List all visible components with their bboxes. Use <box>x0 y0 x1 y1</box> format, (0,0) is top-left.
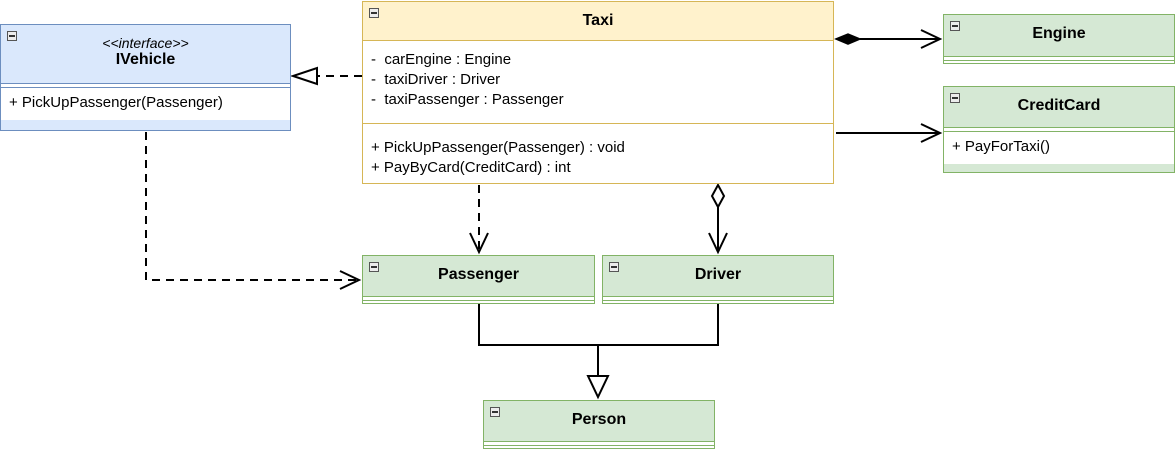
edge-taxi-depends-passenger <box>469 185 489 255</box>
stereotype-label: <<interface>> <box>102 35 189 51</box>
class-name: IVehicle <box>115 51 176 68</box>
attributes-compartment <box>603 296 833 300</box>
attributes-compartment <box>1 83 290 87</box>
collapse-toggle-icon[interactable] <box>490 407 500 417</box>
methods-compartment <box>944 60 1174 63</box>
collapse-toggle-icon[interactable] <box>369 8 379 18</box>
methods-compartment: + PayForTaxi() <box>944 131 1174 164</box>
class-person[interactable]: Person <box>483 400 715 449</box>
class-name: Engine <box>1032 25 1086 42</box>
method-item: + PickUpPassenger(Passenger) : void <box>371 139 625 156</box>
collapse-toggle-icon[interactable] <box>369 262 379 272</box>
class-ivehicle[interactable]: <<interface>> IVehicle + PickUpPassenger… <box>0 24 291 131</box>
method-item: + PickUpPassenger(Passenger) <box>9 94 223 111</box>
methods-compartment <box>603 300 833 303</box>
class-header: Driver <box>603 256 833 296</box>
collapse-toggle-icon[interactable] <box>609 262 619 272</box>
class-name: Passenger <box>438 266 519 283</box>
collapse-toggle-icon[interactable] <box>950 21 960 31</box>
class-header: <<interface>> IVehicle <box>1 25 290 83</box>
attribute-item: - taxiDriver : Driver <box>371 71 501 88</box>
attribute-item: - taxiPassenger : Passenger <box>371 91 564 108</box>
methods-compartment <box>484 445 714 448</box>
class-header: Engine <box>944 15 1174 56</box>
attributes-compartment <box>363 296 594 300</box>
edge-ivehicle-depends-passenger <box>145 132 362 290</box>
class-header: Passenger <box>363 256 594 296</box>
edge-generalization-person <box>478 304 719 400</box>
class-name: Taxi <box>582 12 614 29</box>
edge-taxi-aggregation-driver <box>708 182 728 255</box>
class-name: Driver <box>694 266 742 283</box>
edge-taxi-association-creditcard <box>836 123 943 143</box>
attributes-compartment <box>484 441 714 445</box>
class-name: CreditCard <box>1017 97 1101 114</box>
class-taxi[interactable]: Taxi - carEngine : Engine - taxiDriver :… <box>362 1 834 184</box>
attributes-compartment <box>944 127 1174 131</box>
class-header: Person <box>484 401 714 441</box>
class-name: Person <box>571 411 627 428</box>
attribute-item: - carEngine : Engine <box>371 51 512 68</box>
class-engine[interactable]: Engine <box>943 14 1175 64</box>
class-passenger[interactable]: Passenger <box>362 255 595 304</box>
class-header: Taxi <box>363 2 833 40</box>
class-driver[interactable]: Driver <box>602 255 834 304</box>
collapse-toggle-icon[interactable] <box>950 93 960 103</box>
attributes-compartment <box>944 56 1174 60</box>
attributes-compartment: - carEngine : Engine - taxiDriver : Driv… <box>363 40 833 123</box>
class-creditcard[interactable]: CreditCard + PayForTaxi() <box>943 86 1175 173</box>
methods-compartment: + PickUpPassenger(Passenger) : void + Pa… <box>363 123 833 183</box>
method-item: + PayForTaxi() <box>952 138 1050 155</box>
method-item: + PayByCard(CreditCard) : int <box>371 159 571 176</box>
edge-taxi-realizes-ivehicle <box>289 66 362 86</box>
methods-compartment: + PickUpPassenger(Passenger) <box>1 87 290 120</box>
collapse-toggle-icon[interactable] <box>7 31 17 41</box>
class-header: CreditCard <box>944 87 1174 127</box>
edge-taxi-composition-engine <box>834 29 943 49</box>
methods-compartment <box>363 300 594 303</box>
